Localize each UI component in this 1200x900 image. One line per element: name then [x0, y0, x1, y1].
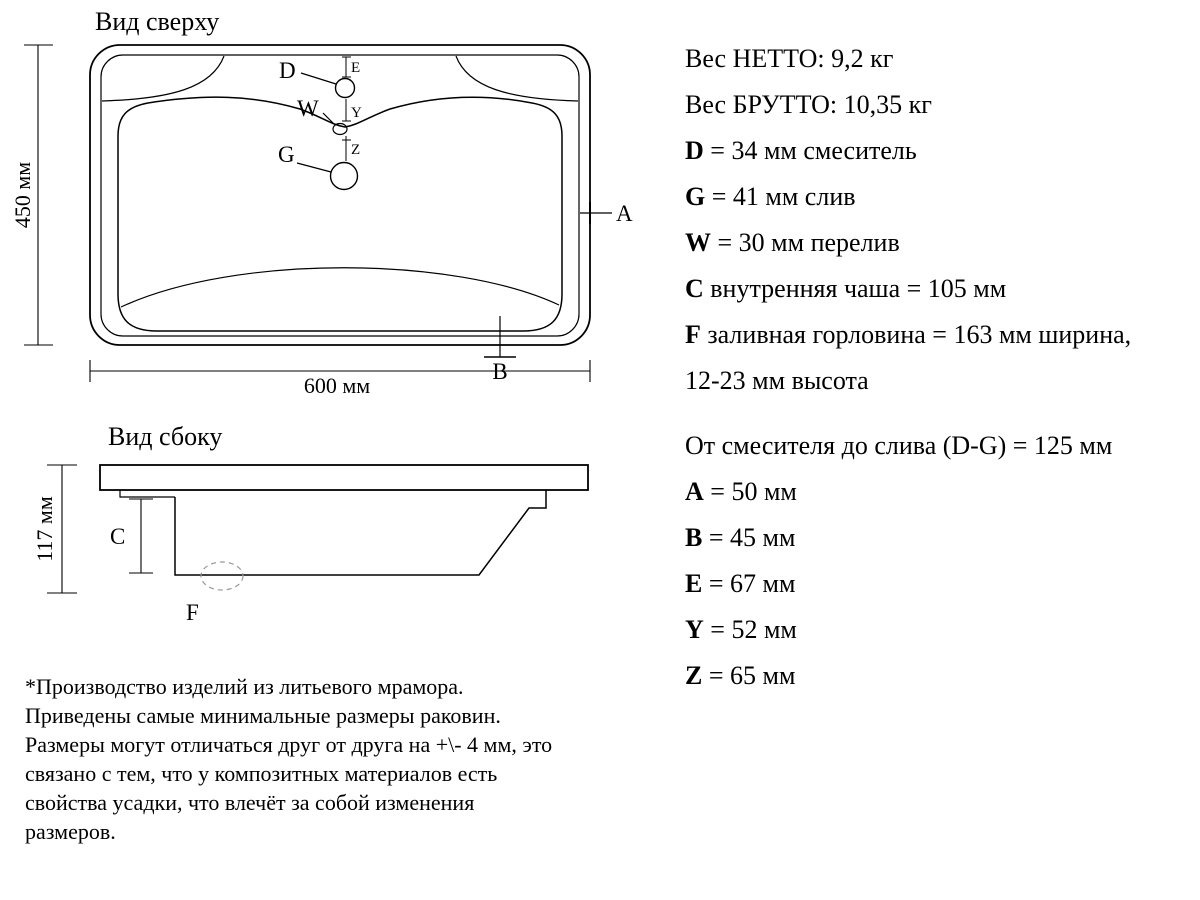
- sink-outer-rim: [89, 44, 591, 346]
- spec-net-weight: Вес НЕТТО: 9,2 кг: [685, 44, 894, 73]
- dim-450-label: 450 мм: [10, 162, 35, 228]
- spec-item-f: F заливная горловина = 163 мм ширина,: [685, 312, 1190, 358]
- spec-distance: От смесителя до слива (D-G) = 125 мм: [685, 431, 1113, 460]
- spec-key-e: E: [685, 569, 703, 598]
- spec-text-d: = 34 мм смеситель: [703, 136, 917, 165]
- label-y: Y: [351, 105, 362, 121]
- side-view-drawing: Вид сбоку 117 мм C F: [32, 422, 589, 625]
- spec-text-c: внутренняя чаша = 105 мм: [703, 274, 1007, 303]
- dim-z-line: [342, 136, 351, 161]
- countertop-slab-profile: [99, 464, 589, 491]
- label-f: F: [186, 600, 199, 625]
- label-a: A: [616, 201, 633, 226]
- leader-d: [300, 72, 337, 85]
- dim-b-line: [484, 316, 516, 358]
- spec-text-b: = 45 мм: [702, 523, 796, 552]
- filler-neck-dashed-circle: [200, 561, 244, 591]
- spec-key-c: C: [685, 274, 704, 303]
- spec-dim-b: B = 45 мм: [685, 515, 1190, 561]
- drain-hole: [329, 161, 359, 191]
- top-view-title: Вид сверху: [95, 7, 219, 36]
- leader-w: [322, 112, 335, 125]
- side-view-title: Вид сбоку: [108, 422, 222, 451]
- label-c: C: [110, 524, 125, 549]
- spec-key-b: B: [685, 523, 703, 552]
- spec-text-y: = 52 мм: [703, 615, 797, 644]
- basin-bottom-contour: [120, 267, 560, 308]
- slab-left-step: [119, 490, 175, 498]
- footnote-line-4: связано с тем, что у композитных материа…: [25, 761, 498, 786]
- spec-key-y: Y: [685, 615, 704, 644]
- dim-117-line: [47, 464, 77, 594]
- label-d: D: [279, 58, 296, 83]
- spec-key-z: Z: [685, 661, 703, 690]
- spec-item-d: D = 34 мм смеситель: [685, 128, 1190, 174]
- bowl-profile: [174, 490, 547, 576]
- label-e: E: [351, 60, 360, 76]
- spec-text-e: = 67 мм: [702, 569, 796, 598]
- spec-text-w: = 30 мм перелив: [711, 228, 900, 257]
- spec-gross-weight: Вес БРУТТО: 10,35 кг: [685, 90, 932, 119]
- dim-600-line: [89, 360, 591, 382]
- spec-item-f-cont: 12-23 мм высота: [685, 366, 869, 395]
- spec-text-a: = 50 мм: [703, 477, 797, 506]
- label-w: W: [297, 96, 319, 121]
- spec-dim-y: Y = 52 мм: [685, 607, 1190, 653]
- basin-outline: [117, 96, 563, 332]
- label-g: G: [278, 142, 295, 167]
- spec-dim-e: E = 67 мм: [685, 561, 1190, 607]
- spec-item-g: G = 41 мм слив: [685, 174, 1190, 220]
- dim-y-line: [342, 99, 351, 122]
- spec-text-g: = 41 мм слив: [705, 182, 856, 211]
- dim-a-line: [580, 202, 612, 224]
- spec-key-a: A: [685, 477, 704, 506]
- spec-key-d: D: [685, 136, 704, 165]
- footnote-line-5: свойства усадки, что влечёт за собой изм…: [25, 790, 475, 815]
- footnote-line-2: Приведены самые минимальные размеры рако…: [25, 703, 501, 728]
- top-view-drawing: Вид сверху 450 мм 600 мм D E W Y G Z A B: [10, 7, 633, 398]
- deck-corner-curve-right: [455, 55, 579, 102]
- footnote-line-6: размеров.: [25, 819, 116, 844]
- dim-450-line: [24, 44, 53, 346]
- spec-dim-z: Z = 65 мм: [685, 653, 1190, 699]
- dim-c-line: [129, 498, 153, 574]
- spec-key-w: W: [685, 228, 711, 257]
- dim-e-line: [342, 56, 351, 78]
- label-b: B: [492, 359, 507, 384]
- spec-dim-a: A = 50 мм: [685, 469, 1190, 515]
- leader-g: [296, 162, 332, 173]
- spec-text-f: заливная горловина = 163 мм ширина,: [700, 320, 1132, 349]
- production-footnote: *Производство изделий из литьевого мрамо…: [25, 672, 650, 846]
- deck-corner-curve-left: [101, 55, 225, 102]
- footnote-line-1: *Производство изделий из литьевого мрамо…: [25, 674, 464, 699]
- overflow-hole: [332, 122, 348, 136]
- footnote-line-3: Размеры могут отличаться друг от друга н…: [25, 732, 553, 757]
- sink-inner-rim: [100, 54, 580, 337]
- faucet-hole: [334, 77, 356, 99]
- label-z: Z: [351, 142, 360, 158]
- dim-117-label: 117 мм: [32, 496, 57, 562]
- dim-600-label: 600 мм: [304, 373, 370, 398]
- spec-key-f: F: [685, 320, 701, 349]
- spec-item-c: C внутренняя чаша = 105 мм: [685, 266, 1190, 312]
- specs-panel: Вес НЕТТО: 9,2 кг Вес БРУТТО: 10,35 кг D…: [685, 36, 1190, 699]
- spec-text-z: = 65 мм: [702, 661, 796, 690]
- spec-item-w: W = 30 мм перелив: [685, 220, 1190, 266]
- spec-key-g: G: [685, 182, 706, 211]
